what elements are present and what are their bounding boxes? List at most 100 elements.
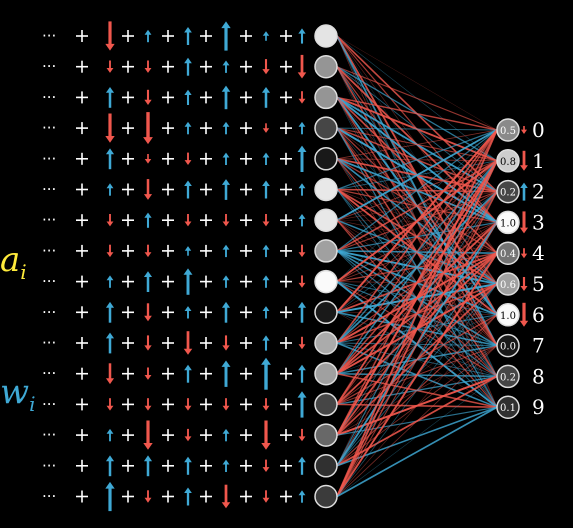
weight-edge <box>336 160 498 436</box>
arrow-head <box>184 405 192 411</box>
ellipsis: ··· <box>42 27 56 45</box>
arrow-head <box>143 455 153 462</box>
up-nudge-arrow <box>298 490 306 503</box>
up-nudge-arrow <box>222 459 230 472</box>
output-activation-value: 0.6 <box>500 280 516 291</box>
output-neuron <box>496 149 520 173</box>
arrow-head <box>221 21 231 29</box>
up-nudge-arrow <box>106 428 114 442</box>
digit-label: 0 <box>532 118 545 142</box>
up-nudge-arrow <box>221 21 231 51</box>
arrow-head <box>261 357 271 365</box>
down-nudge-arrow <box>144 244 152 258</box>
arrow-head <box>262 244 270 250</box>
input-neuron <box>314 24 338 48</box>
down-nudge-arrow <box>105 363 115 385</box>
arrow-head <box>520 182 528 188</box>
arrow-head <box>144 345 152 351</box>
arrow-head <box>106 68 114 73</box>
weight-edge <box>336 127 498 131</box>
down-nudge-arrow <box>184 152 192 165</box>
weight-edge <box>336 345 498 497</box>
arrow-head <box>520 286 528 291</box>
ellipsis: ··· <box>42 488 56 506</box>
arrow-head <box>262 467 270 472</box>
input-neuron <box>314 300 338 325</box>
arrow-head <box>184 160 192 165</box>
arrow-head <box>106 183 114 189</box>
arrow-head <box>297 301 307 308</box>
ellipsis: ··· <box>42 426 56 444</box>
arrow-head <box>105 148 115 155</box>
weight-label: wi <box>0 372 36 416</box>
arrow-head <box>184 121 192 127</box>
arrow-head <box>519 227 529 234</box>
output-activation-value: 0.1 <box>500 403 516 414</box>
arrow-head <box>298 436 306 442</box>
down-nudge-arrow <box>222 398 230 411</box>
arrow-head <box>221 502 231 509</box>
input-neuron <box>314 147 338 171</box>
down-nudge-arrow <box>144 89 152 105</box>
arrow-head <box>262 405 270 411</box>
arrow-head <box>183 348 193 355</box>
weight-edge <box>336 66 498 131</box>
weight-edge <box>336 96 498 131</box>
arrow-head <box>298 344 306 350</box>
arrow-head <box>105 43 115 51</box>
digit-label: 7 <box>532 334 545 358</box>
digit-label: 2 <box>532 180 545 204</box>
input-layer <box>314 24 338 509</box>
up-nudge-arrow <box>261 87 271 108</box>
down-nudge-arrow <box>262 490 270 503</box>
down-nudge-arrow <box>221 484 231 509</box>
up-nudge-arrow <box>221 301 231 323</box>
arrow-head <box>144 375 152 380</box>
arrow-head <box>106 252 114 258</box>
arrow-head <box>520 129 528 134</box>
output-activation-value: 0.5 <box>500 126 516 137</box>
down-nudge-arrow <box>262 59 270 75</box>
arrow-head <box>144 29 152 35</box>
down-nudge-arrow <box>262 398 270 411</box>
up-nudge-arrow <box>184 246 192 256</box>
arrow-head <box>105 87 115 93</box>
down-nudge-arrow <box>262 214 270 227</box>
output-down-nudge-arrow <box>519 211 529 234</box>
down-nudge-arrow <box>222 214 230 227</box>
weight-edge <box>336 160 498 375</box>
weight-edge <box>336 283 498 497</box>
up-nudge-arrow <box>105 481 115 512</box>
up-nudge-arrow <box>106 275 114 288</box>
arrow-head <box>222 459 230 465</box>
down-nudge-arrow <box>184 214 192 227</box>
down-nudge-arrow <box>262 459 270 472</box>
up-nudge-arrow <box>105 301 115 323</box>
input-neuron <box>314 423 338 447</box>
digit-label: 3 <box>532 210 545 234</box>
down-nudge-arrow <box>298 91 306 104</box>
ellipsis: ··· <box>42 211 56 229</box>
arrow-head <box>106 428 114 434</box>
arrow-head <box>222 152 230 158</box>
output-neuron <box>496 333 520 358</box>
up-nudge-arrow <box>222 275 230 288</box>
arrow-head <box>262 180 270 186</box>
down-nudge-arrow <box>184 398 192 411</box>
arrow-head <box>183 268 193 275</box>
input-nudge-grid: ········································… <box>42 21 307 512</box>
down-nudge-arrow <box>144 490 152 503</box>
arrow-head <box>262 306 270 311</box>
arrow-head <box>262 128 270 133</box>
activation-label: ai <box>0 240 27 284</box>
arrow-head <box>144 99 152 105</box>
up-nudge-arrow <box>222 121 230 135</box>
arrow-head <box>520 165 528 171</box>
arrow-head <box>222 244 230 250</box>
digit-label: 5 <box>532 272 545 296</box>
arrow-head <box>184 306 192 311</box>
down-nudge-arrow <box>144 398 152 411</box>
weight-edge <box>336 129 498 191</box>
weight-edge <box>336 129 498 222</box>
